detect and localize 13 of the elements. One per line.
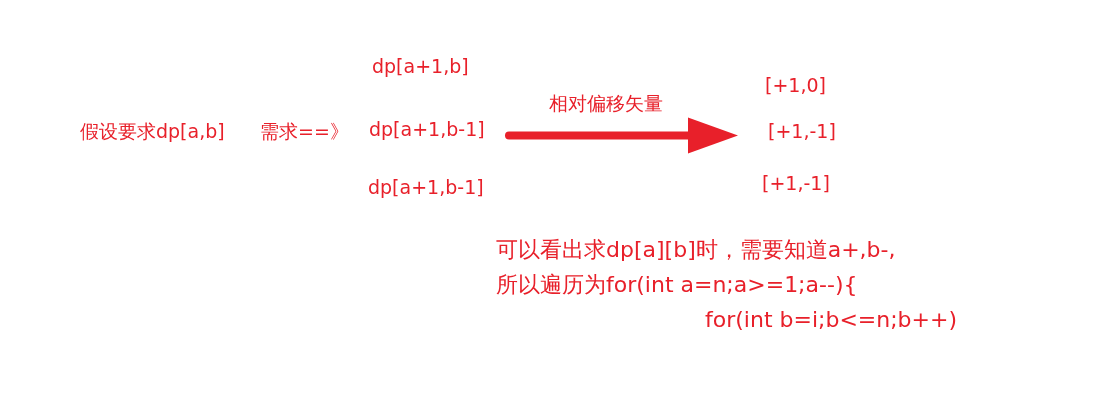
label-text: 需求==》 bbox=[260, 119, 349, 143]
edge-label: 相对偏移矢量 bbox=[549, 92, 663, 115]
note-text: for(int b=i;b<=n;b++) bbox=[705, 307, 958, 334]
node-text: [+1,-1] bbox=[762, 171, 830, 195]
arrow bbox=[505, 117, 738, 154]
node-text: dp[a+1,b-1] bbox=[368, 175, 484, 199]
note-text: 可以看出求dp[a][b]时，需要知道a+,b-, bbox=[496, 237, 896, 264]
note-text: 所以遍历为for(int a=n;a>=1;a--){ bbox=[496, 272, 858, 299]
node-text: [+1,-1] bbox=[738, 119, 836, 143]
node-text: [+1,0] bbox=[765, 73, 826, 97]
label-text: 假设要求dp[a,b] bbox=[80, 119, 225, 143]
node-text: dp[a+1,b] bbox=[372, 54, 469, 78]
node-text: dp[a+1,b-1] bbox=[369, 117, 509, 141]
